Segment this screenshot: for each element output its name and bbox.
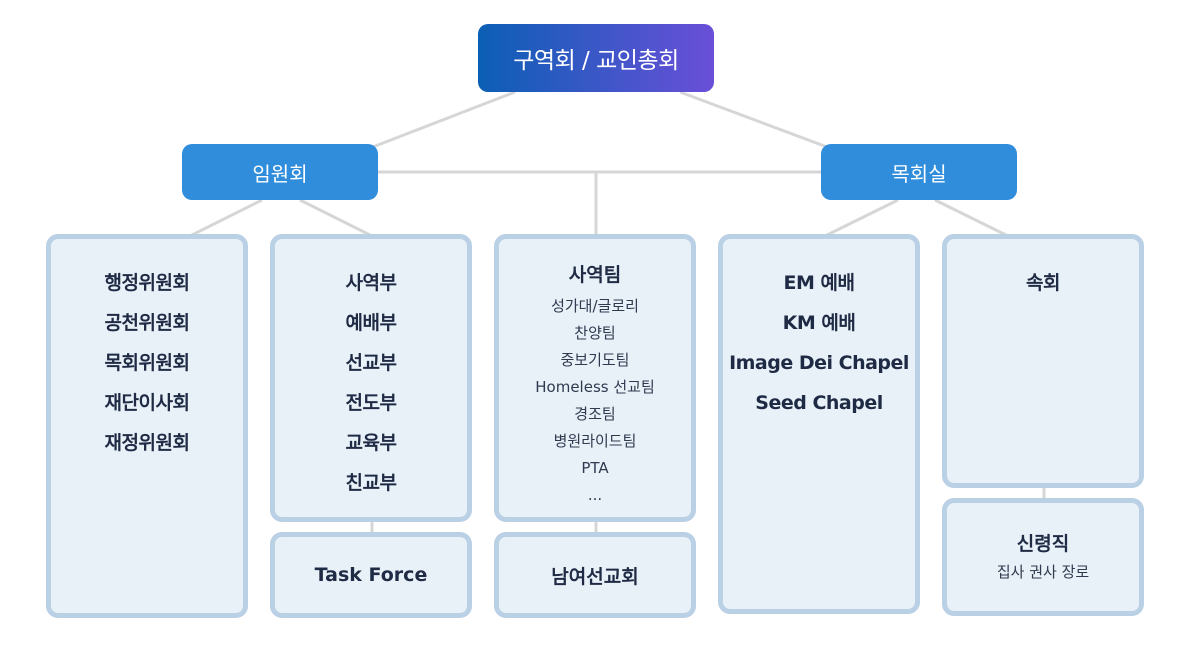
worship-item: Seed Chapel: [755, 392, 883, 414]
box-ministry-teams: 사역팀 성가대/글로리 찬양팀 중보기도팀 Homeless 선교팀 경조팀 병…: [494, 234, 696, 522]
department-item: 전도부: [345, 392, 397, 414]
committee-item: 재정위원회: [104, 432, 190, 454]
connector-left-departments: [299, 198, 373, 238]
committee-item: 재단이사회: [104, 392, 190, 414]
node-executive-board: 임원회: [182, 144, 378, 200]
connector-right-cell: [934, 198, 1009, 238]
ministry-team-item: PTA: [581, 459, 609, 477]
box-ordained: 신령직 집사 권사 장로: [942, 498, 1144, 616]
connector-left-committees: [189, 198, 263, 238]
ministry-team-item: 중보기도팀: [560, 351, 630, 369]
node-general-assembly-label: 구역회 / 교인총회: [513, 48, 679, 74]
node-pastoral-office-label: 목회실: [891, 161, 947, 186]
department-item: 사역부: [345, 272, 397, 294]
task-force-label: Task Force: [314, 564, 428, 586]
connector-top-left: [364, 90, 516, 152]
ministry-team-item: ...: [587, 486, 603, 504]
box-departments: 사역부 예배부 선교부 전도부 교육부 친교부: [270, 234, 472, 522]
department-item: 친교부: [345, 472, 397, 494]
box-worship: EM 예배 KM 예배 Image Dei Chapel Seed Chapel: [718, 234, 920, 614]
node-general-assembly: 구역회 / 교인총회: [478, 24, 714, 92]
cell-group-label: 속회: [1026, 272, 1060, 294]
ministry-team-item: 성가대/글로리: [551, 297, 639, 315]
ministry-team-item: 병원라이드팀: [553, 432, 637, 450]
connector-top-right: [679, 90, 836, 152]
worship-item: EM 예배: [783, 272, 855, 294]
ministry-team-item: Homeless 선교팀: [535, 378, 655, 396]
ministry-team-item: 경조팀: [574, 405, 616, 423]
box-fellowship: 남여선교회: [494, 532, 696, 618]
node-executive-board-label: 임원회: [252, 161, 308, 186]
ordained-title: 신령직: [1016, 532, 1070, 555]
node-pastoral-office: 목회실: [821, 144, 1017, 200]
box-cell-group: 속회: [942, 234, 1144, 488]
box-committees: 행정위원회 공천위원회 목회위원회 재단이사회 재정위원회: [46, 234, 248, 618]
worship-item: KM 예배: [782, 312, 856, 334]
committee-item: 공천위원회: [104, 312, 190, 334]
department-item: 예배부: [345, 312, 397, 334]
department-item: 선교부: [345, 352, 397, 374]
ministry-teams-title: 사역팀: [568, 264, 622, 286]
worship-item: Image Dei Chapel: [729, 352, 909, 374]
ministry-team-item: 찬양팀: [574, 324, 616, 342]
ordained-subtitle: 집사 권사 장로: [996, 562, 1090, 581]
fellowship-label: 남여선교회: [551, 565, 639, 588]
connector-right-worship: [824, 198, 899, 238]
committee-item: 목회위원회: [104, 352, 190, 374]
box-task-force: Task Force: [270, 532, 472, 618]
committee-item: 행정위원회: [104, 272, 190, 294]
department-item: 교육부: [345, 432, 397, 454]
